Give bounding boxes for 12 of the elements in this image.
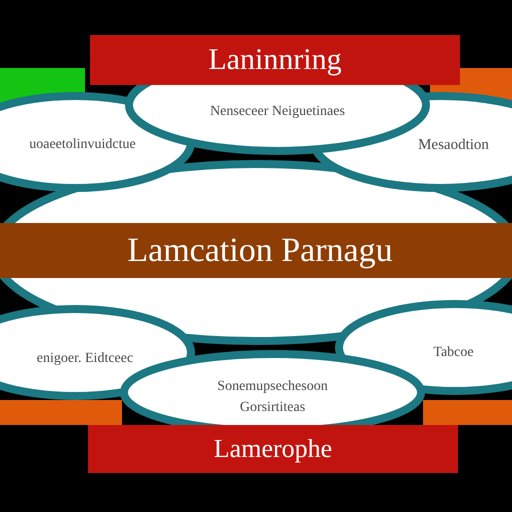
node-label: uoaeetolinvuidctue (28, 136, 137, 154)
node-label: Tabcoe (432, 344, 475, 362)
title-band (90, 35, 460, 85)
node-label: Nenseceer Neiguetinaes (209, 103, 346, 121)
band-title: Lamerophe (212, 433, 334, 465)
band-title: Laninnring (207, 42, 343, 78)
node-label: Gorsirtiteas (238, 399, 306, 417)
center-title: Lamcation Parnagu (126, 230, 394, 270)
node-label: Sonemupsechesoon (216, 378, 329, 396)
node-label: enigoer. Eidtceec (36, 350, 134, 368)
node-label: Mesaodtion (417, 136, 490, 154)
title-band (88, 425, 458, 473)
